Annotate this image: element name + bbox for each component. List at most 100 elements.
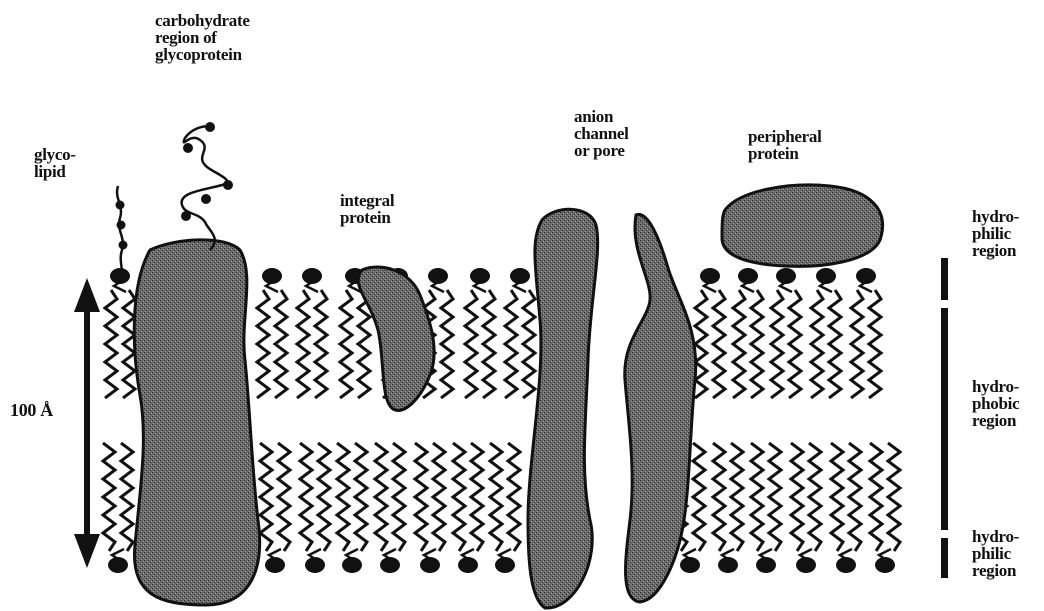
hydrophobic-label: hydro- phobic region	[972, 378, 1019, 429]
inner-phospholipid	[260, 443, 290, 573]
lipid-tail	[275, 290, 287, 398]
outer-phospholipid	[505, 268, 535, 398]
region-bars	[941, 258, 948, 578]
lipid-tail	[490, 443, 502, 551]
lipid-tail	[831, 443, 843, 551]
inner-phospholipid	[103, 443, 133, 573]
lipid-tail	[453, 443, 465, 551]
lipid-tail	[829, 290, 841, 398]
lipid-tail	[260, 443, 272, 551]
lipid-tail	[870, 443, 882, 551]
glycoprotein-shape	[134, 240, 259, 605]
lipid-tail	[713, 290, 725, 398]
sugar-bead	[205, 122, 215, 132]
inner-phospholipid	[713, 443, 743, 573]
outer-phospholipid	[695, 268, 725, 398]
sugar-bead	[201, 194, 211, 204]
anion-channel-label: anion channel or pore	[574, 108, 629, 159]
hydrophilic-bottom-bar	[941, 538, 948, 578]
lipid-tail	[713, 443, 725, 551]
glycolipid-chain	[117, 186, 123, 282]
inner-phospholipid	[415, 443, 445, 573]
sugar-bead	[223, 180, 233, 190]
lipid-head	[680, 557, 700, 573]
inner-phospholipid	[490, 443, 520, 573]
lipid-head	[836, 557, 856, 573]
hydrophobic-bar	[941, 308, 948, 530]
lipid-tail	[791, 443, 803, 551]
hydrophilic-bottom-label: hydro- philic region	[972, 528, 1019, 579]
inner-phospholipid	[375, 443, 405, 573]
lipid-head	[756, 557, 776, 573]
lipid-tail	[337, 443, 349, 551]
sugar-bead	[183, 143, 193, 153]
lipid-tail	[483, 290, 495, 398]
hydrophilic-top-label: hydro- philic region	[972, 208, 1019, 259]
lipid-head	[380, 557, 400, 573]
inner-phospholipid	[831, 443, 861, 573]
lipid-head	[738, 268, 758, 284]
lipid-tail	[355, 443, 367, 551]
lipid-head	[875, 557, 895, 573]
outer-phospholipid	[851, 268, 881, 398]
lipid-head	[428, 268, 448, 284]
inner-phospholipid	[453, 443, 483, 573]
outer-phospholipid	[733, 268, 763, 398]
outer-phospholipid	[297, 268, 327, 398]
inner-phospholipid	[751, 443, 781, 573]
lipid-head	[305, 557, 325, 573]
lipid-tail	[693, 443, 705, 551]
lipid-tail	[340, 290, 352, 398]
lipid-head	[816, 268, 836, 284]
lipid-head	[262, 268, 282, 284]
lipid-tail	[751, 290, 763, 398]
integral-protein-label: integral protein	[340, 192, 394, 226]
lipid-tail	[733, 290, 745, 398]
lipid-tail	[851, 290, 863, 398]
carbohydrate-region-label: carbohydrate region of glycoprotein	[155, 12, 250, 63]
lipid-head	[495, 557, 515, 573]
lipid-tail	[771, 290, 783, 398]
lipid-head	[796, 557, 816, 573]
lipid-tail	[751, 443, 763, 551]
lipid-tail	[297, 290, 309, 398]
lipid-head	[700, 268, 720, 284]
lipid-tail	[465, 290, 477, 398]
lipid-tail	[695, 290, 707, 398]
lipid-head	[108, 557, 128, 573]
sugar-bead	[116, 201, 125, 210]
lipid-tail	[393, 443, 405, 551]
peripheral-protein-label: peripheral protein	[748, 128, 822, 162]
lipid-tail	[433, 443, 445, 551]
lipid-head	[776, 268, 796, 284]
lipid-tail	[471, 443, 483, 551]
lipid-tail	[811, 290, 823, 398]
outer-phospholipid	[465, 268, 495, 398]
lipid-tail	[300, 443, 312, 551]
anion-channel-left	[528, 209, 598, 608]
inner-phospholipid	[300, 443, 330, 573]
sugar-bead	[119, 241, 128, 250]
lipid-head	[302, 268, 322, 284]
lipid-tail	[278, 443, 290, 551]
lipid-head	[856, 268, 876, 284]
hydrophilic-top-bar	[941, 258, 948, 300]
lipid-tail	[809, 443, 821, 551]
inner-phospholipid	[337, 443, 367, 573]
glycolipid-label: glyco- lipid	[34, 146, 76, 180]
lipid-head	[510, 268, 530, 284]
lipid-tail	[505, 290, 517, 398]
lipid-tail	[375, 443, 387, 551]
lipid-head	[265, 557, 285, 573]
lipid-tail	[257, 290, 269, 398]
lipid-head	[420, 557, 440, 573]
lipid-head	[458, 557, 478, 573]
outer-phospholipid	[811, 268, 841, 398]
scale-label: 100 Å	[10, 402, 53, 419]
lipid-tail	[318, 443, 330, 551]
lipid-tail	[315, 290, 327, 398]
sugar-bead	[117, 221, 126, 230]
scale-arrow	[74, 278, 100, 568]
